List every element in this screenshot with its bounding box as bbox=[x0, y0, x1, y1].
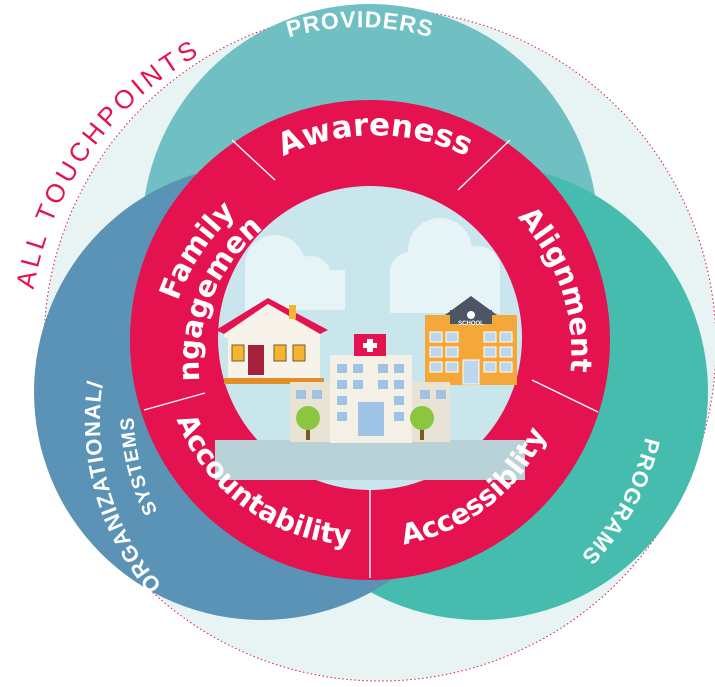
clouds bbox=[245, 218, 500, 313]
town-illustration: SCHOOL bbox=[215, 218, 525, 480]
school: SCHOOL bbox=[425, 296, 517, 385]
school-sign: SCHOOL bbox=[458, 321, 484, 327]
house bbox=[216, 298, 328, 384]
ring-dividers bbox=[143, 139, 599, 578]
trees bbox=[296, 406, 434, 440]
